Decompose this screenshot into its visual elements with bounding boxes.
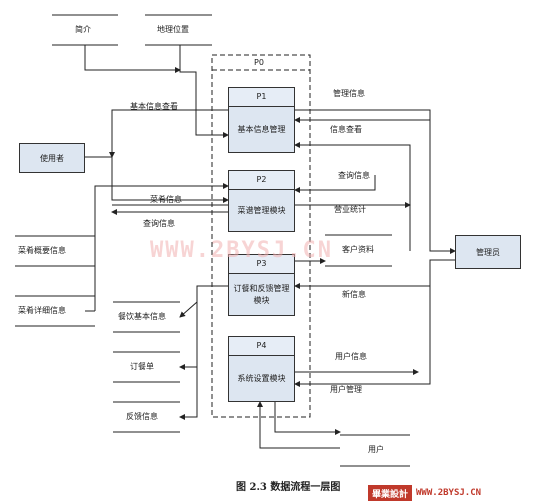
flow-user-info: 用户信息 xyxy=(335,352,367,361)
site-badge: 畢業設計 WWW.2BYSJ.CN xyxy=(368,485,538,501)
watermark: WWW.2BYSJ.CN xyxy=(150,238,333,263)
process-p1-name: 基本信息管理 xyxy=(237,125,286,134)
process-p3: P3 订餐和反馈管理模块 xyxy=(228,254,295,316)
badge-right: WWW.2BYSJ.CN xyxy=(416,488,482,498)
flow-manage-info: 管理信息 xyxy=(333,89,365,98)
entity-admin: 管理员 xyxy=(455,235,521,269)
flow-user-manage: 用户管理 xyxy=(330,385,362,394)
badge-left: 畢業設計 xyxy=(368,485,413,501)
flow-query-info-right: 查询信息 xyxy=(338,171,370,180)
flow-dish-info: 菜肴信息 xyxy=(150,195,182,204)
store-location: 地理位置 xyxy=(157,25,189,34)
process-p4: P4 系统设置模块 xyxy=(228,336,295,402)
flow-info-view: 信息查看 xyxy=(330,125,362,134)
store-feedback: 反馈信息 xyxy=(126,412,158,421)
store-user: 用户 xyxy=(368,445,384,454)
process-p3-id: P3 xyxy=(229,255,294,274)
store-customer-data: 客户资料 xyxy=(342,245,374,254)
process-p2-name: 菜谱管理模块 xyxy=(237,206,286,215)
entity-user: 使用者 xyxy=(19,143,85,173)
process-p1: P1 基本信息管理 xyxy=(228,87,295,153)
flow-query-info-left: 查询信息 xyxy=(143,219,175,228)
process-p3-name: 订餐和反馈管理模块 xyxy=(233,284,290,305)
flow-new-info: 新信息 xyxy=(342,290,366,299)
figure-caption: 图 2.3 数据流程一层图 xyxy=(236,482,341,493)
store-restaurant-info: 餐饮基本信息 xyxy=(118,312,166,321)
process-p2: P2 菜谱管理模块 xyxy=(228,170,295,232)
boundary-label: P0 xyxy=(254,58,264,67)
process-p2-id: P2 xyxy=(229,171,294,190)
flow-business-stats: 营业统计 xyxy=(334,205,366,214)
store-intro: 简介 xyxy=(75,25,91,34)
flow-basic-query: 基本信息查看 xyxy=(130,102,178,111)
store-dish-summary: 菜肴概要信息 xyxy=(18,246,66,255)
store-dish-detail: 菜肴详细信息 xyxy=(18,306,66,315)
process-p4-name: 系统设置模块 xyxy=(237,374,286,383)
store-order: 订餐单 xyxy=(130,362,154,371)
process-p4-id: P4 xyxy=(229,337,294,356)
process-p1-id: P1 xyxy=(229,88,294,107)
